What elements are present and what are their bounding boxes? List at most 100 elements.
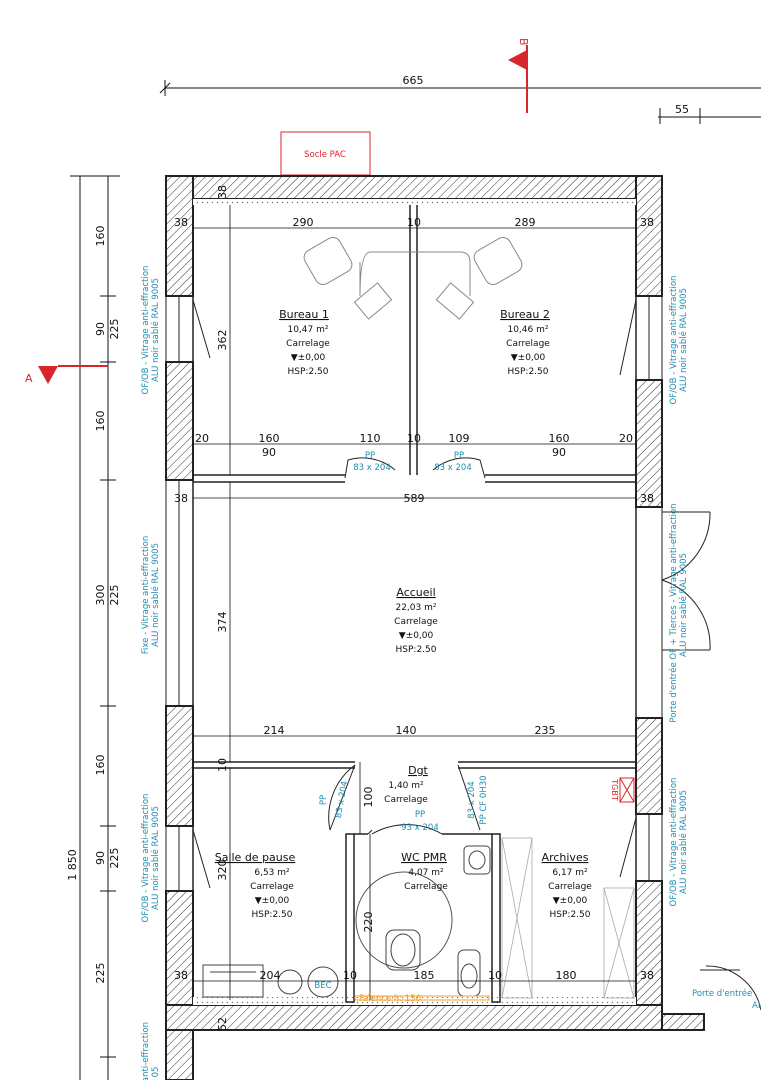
room-accueil: Accueil 22,03 m² Carrelage ▼±0,00 HSP:2.… <box>394 586 438 655</box>
window-label: OF/OB - Vitrage anti-effraction <box>141 266 151 395</box>
dim-38v: 38 <box>216 185 229 199</box>
room-hsp: HSP:2.50 <box>508 367 549 377</box>
room-name: Accueil <box>396 586 435 599</box>
room-level: ▼±0,00 <box>255 896 290 906</box>
room-floor: Carrelage <box>384 795 428 805</box>
window-label: Fixe - Vitrage anti-effraction <box>141 536 151 655</box>
insulation <box>193 199 636 1005</box>
room-bureau-2: Bureau 2 10,46 m² Carrelage ▼±0,00 HSP:2… <box>500 308 550 377</box>
exterior-walls <box>165 175 705 1080</box>
room-level: ▼±0,00 <box>553 896 588 906</box>
window-label: ALU noir sablé RAL 9005 <box>150 278 161 382</box>
dim-38: 38 <box>174 216 188 229</box>
dim-left-225a: 225 <box>108 319 121 340</box>
room-floor: Carrelage <box>394 617 438 627</box>
dim-20: 20 <box>619 432 633 445</box>
room-name: Bureau 1 <box>279 308 329 321</box>
right-window-labels: OF/OB - Vitrage anti-effraction ALU noir… <box>668 276 761 1011</box>
socle-pac: Socle PAC <box>280 131 371 176</box>
room-area: 10,46 m² <box>507 325 548 335</box>
door-type: PP <box>319 795 329 805</box>
left-window-labels: OF/OB - Vitrage anti-effraction ALU noir… <box>141 266 161 1080</box>
dim-38: 38 <box>640 969 654 982</box>
room-name: WC PMR <box>401 851 447 864</box>
faience-line <box>354 995 490 1001</box>
door-type: PP <box>415 810 425 820</box>
interior-dim-texts: 38 290 10 289 38 38 362 20 160 90 110 10… <box>174 185 654 1031</box>
room-salle-de-pause: Salle de pause 6,53 m² Carrelage ▼±0,00 … <box>215 851 296 920</box>
room-archives: Archives 6,17 m² Carrelage ▼±0,00 HSP:2.… <box>542 851 593 920</box>
dim-185: 185 <box>414 969 435 982</box>
door-type: PP <box>365 451 375 461</box>
section-label-a: A <box>25 372 33 385</box>
window-label: ALU noir sablé RAL 9005 <box>678 553 689 657</box>
door-type: PP <box>454 451 464 461</box>
dim-214: 214 <box>264 724 285 737</box>
dim-38: 38 <box>640 492 654 505</box>
dim-38: 38 <box>640 216 654 229</box>
dim-left-225c: 225 <box>108 848 121 869</box>
dim-235: 235 <box>535 724 556 737</box>
dim-100: 100 <box>362 787 375 808</box>
dim-left-90a: 90 <box>94 322 107 336</box>
room-area: 6,53 m² <box>254 868 290 878</box>
wc-fixtures <box>355 845 491 997</box>
dim-left-1850: 1 850 <box>66 849 79 881</box>
dim-320: 320 <box>216 860 229 881</box>
dim-10: 10 <box>407 432 421 445</box>
windows <box>165 295 663 892</box>
archives-shelves <box>501 837 635 999</box>
room-area: 4,07 m² <box>408 868 444 878</box>
dim-160: 160 <box>259 432 280 445</box>
dim-left-300: 300 <box>94 585 107 606</box>
dim-52: 52 <box>216 1017 229 1031</box>
entry-door <box>661 511 761 1011</box>
dim-374: 374 <box>216 612 229 633</box>
window-label: ALU noir sablé RAL 9005 <box>150 543 161 647</box>
room-area: 10,47 m² <box>287 325 328 335</box>
dim-left-90b: 90 <box>94 851 107 865</box>
dim-left-160a: 160 <box>94 226 107 247</box>
dim-220: 220 <box>362 912 375 933</box>
room-floor: Carrelage <box>250 882 294 892</box>
dim-289: 289 <box>515 216 536 229</box>
window-label: OF/OB - Vitrage anti-effraction <box>141 794 151 923</box>
interior-dim-lines <box>193 205 636 1000</box>
left-dim-labels: 160 90 225 160 300 225 160 90 225 225 1 … <box>66 226 121 984</box>
room-dgt: Dgt 1,40 m² Carrelage <box>384 764 428 805</box>
room-floor: Carrelage <box>286 339 330 349</box>
faience-label: Faïence h: 150 <box>359 994 421 1004</box>
dim-109: 109 <box>449 432 470 445</box>
dim-110: 110 <box>360 432 381 445</box>
dim-290: 290 <box>293 216 314 229</box>
dim-180: 180 <box>556 969 577 982</box>
room-name: Dgt <box>408 764 428 777</box>
room-bureau-1: Bureau 1 10,47 m² Carrelage ▼±0,00 HSP:2… <box>279 308 330 377</box>
left-dimensions <box>70 175 120 1080</box>
dim-left-225d: 225 <box>94 963 107 984</box>
room-area: 1,40 m² <box>388 781 424 791</box>
bec-label: BEC <box>314 981 331 991</box>
window-label: OF/OB - Vitrage anti-effraction <box>669 276 679 405</box>
tgbt-box: TGBT <box>610 777 635 803</box>
window-label: ALU noir sablé RAL 9005 <box>150 806 161 910</box>
dim-left-160c: 160 <box>94 755 107 776</box>
room-level: ▼±0,00 <box>399 631 434 641</box>
door-size: 83 x 204 <box>353 463 390 473</box>
dim-10: 10 <box>407 216 421 229</box>
tgbt-label: TGBT <box>610 778 619 801</box>
window-label: 05 <box>151 1067 161 1078</box>
dim-left-225b: 225 <box>108 585 121 606</box>
socle-label: Socle PAC <box>304 150 346 160</box>
dim-left-160b: 160 <box>94 411 107 432</box>
room-name: Archives <box>542 851 589 864</box>
dim-160: 160 <box>549 432 570 445</box>
dim-38: 38 <box>174 969 188 982</box>
room-hsp: HSP:2.50 <box>396 645 437 655</box>
window-label: AL <box>752 1001 761 1011</box>
door-size: 93 x 204 <box>401 823 438 833</box>
room-area: 6,17 m² <box>552 868 588 878</box>
dim-665: 665 <box>403 74 424 87</box>
dim-589: 589 <box>404 492 425 505</box>
